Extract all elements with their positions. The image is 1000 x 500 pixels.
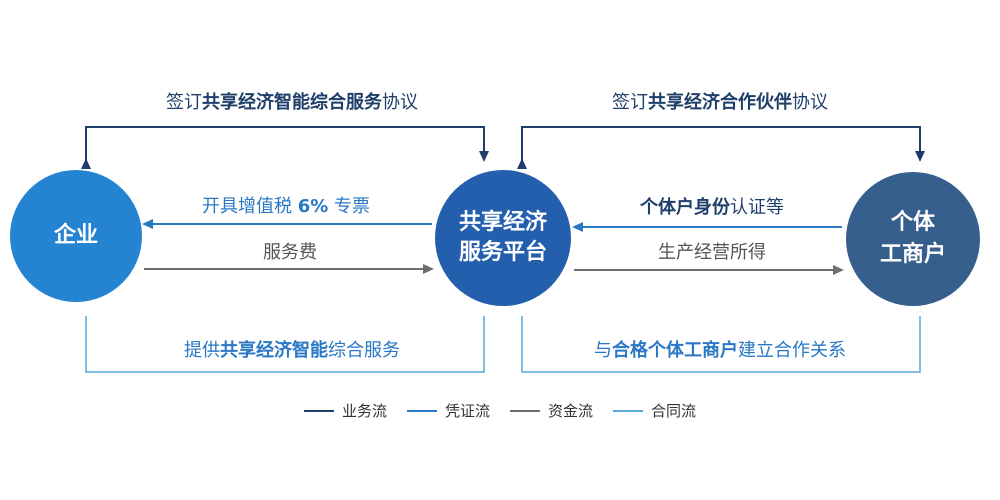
right-agreement-post: 协议 — [792, 92, 828, 113]
identity-label: 个体户身份认证等 — [640, 197, 784, 219]
individual-node-label-line1: 个体 — [890, 210, 935, 235]
contract-flow-left-bracket — [85, 316, 485, 373]
legend-swatch-business — [303, 410, 334, 412]
legend-label-fund: 资金流 — [548, 402, 594, 420]
individual-node-label-line2: 工商户 — [879, 242, 946, 267]
left-agreement-pre: 签订 — [166, 92, 202, 113]
left-agreement-post: 协议 — [382, 92, 418, 113]
platform-node: 共享经济 服务平台 — [435, 170, 571, 306]
platform-node-label-line1: 共享经济 — [458, 210, 547, 235]
invoice-pre: 开具增值税 — [201, 196, 298, 217]
legend-item-business: 业务流 — [303, 401, 387, 421]
legend-swatch-voucher — [406, 410, 437, 412]
business-flow-left-bracket — [81, 126, 489, 169]
legend-item-contract: 合同流 — [613, 401, 696, 421]
service-fee-text: 服务费 — [263, 242, 317, 263]
service-fee-label: 服务费 — [263, 242, 317, 264]
left-service-bold: 共享经济智能 — [220, 340, 328, 361]
legend-label-voucher: 凭证流 — [444, 402, 490, 420]
left-agreement-label: 签订共享经济智能综合服务协议 — [166, 92, 418, 114]
identity-post: 认证等 — [730, 197, 784, 218]
enterprise-node-label: 企业 — [53, 223, 98, 248]
business-flow-right-bracket — [517, 126, 925, 169]
legend-label-business: 业务流 — [341, 402, 387, 420]
legend-swatch-contract — [613, 410, 644, 412]
income-text: 生产经营所得 — [658, 242, 766, 263]
right-cooperation-bold: 合格个体工商户 — [612, 340, 738, 361]
left-service-label: 提供共享经济智能综合服务 — [184, 340, 400, 362]
income-label: 生产经营所得 — [658, 242, 766, 264]
left-agreement-bold: 共享经济智能综合服务 — [202, 92, 382, 113]
right-cooperation-post: 建立合作关系 — [738, 340, 846, 361]
legend-swatch-fund — [510, 410, 540, 412]
legend-item-fund: 资金流 — [510, 401, 593, 421]
right-agreement-bold: 共享经济合作伙伴 — [648, 92, 792, 113]
contract-flow-right-bracket — [521, 316, 921, 373]
invoice-label: 开具增值税 6% 专票 — [202, 196, 370, 218]
legend: 业务流 凭证流 资金流 合同流 — [0, 401, 1000, 421]
left-service-post: 综合服务 — [328, 340, 400, 361]
left-service-pre: 提供 — [184, 340, 220, 361]
right-cooperation-pre: 与 — [594, 340, 612, 361]
enterprise-node: 企业 — [10, 170, 142, 302]
invoice-post: 专票 — [328, 196, 371, 217]
platform-node-label-line2: 服务平台 — [458, 240, 547, 265]
invoice-bold: 6% — [297, 196, 329, 217]
right-agreement-label: 签订共享经济合作伙伴协议 — [612, 92, 828, 114]
right-agreement-pre: 签订 — [612, 92, 648, 113]
legend-item-voucher: 凭证流 — [406, 401, 490, 421]
right-cooperation-label: 与合格个体工商户建立合作关系 — [594, 340, 846, 362]
legend-label-contract: 合同流 — [651, 402, 697, 420]
identity-bold: 个体户身份 — [640, 197, 730, 218]
individual-business-node: 个体 工商户 — [846, 172, 980, 306]
